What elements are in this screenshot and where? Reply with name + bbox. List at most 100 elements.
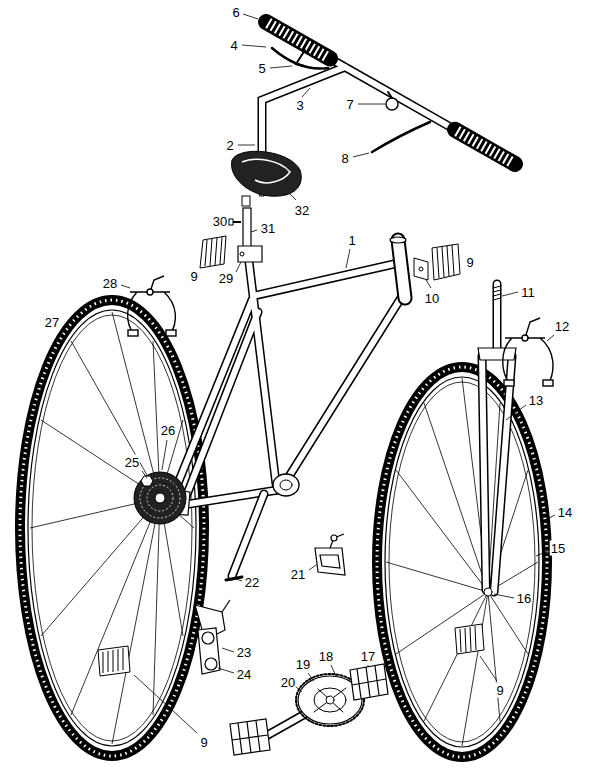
handlebar-stem [372, 122, 430, 152]
bicycle-frame [390, 237, 406, 243]
front-derailleur [315, 548, 345, 575]
seat-post [238, 246, 262, 262]
bicycle-frame [168, 237, 406, 515]
saddle [232, 151, 302, 196]
crankset [314, 688, 346, 712]
callout-number: 24 [236, 667, 252, 682]
crankset [326, 696, 334, 704]
freewheel-cassette [155, 493, 165, 503]
rear-wheel [28, 310, 196, 746]
pedal [230, 719, 270, 755]
callout-number: 11 [520, 285, 536, 300]
front-brake [503, 318, 553, 386]
rear-derailleur [202, 632, 214, 644]
head-reflector [414, 258, 428, 280]
callout-number: 9 [189, 269, 198, 284]
rear-derailleur [198, 628, 220, 674]
callout-number: 16 [516, 591, 532, 606]
leader-line [62, 14, 555, 733]
head-reflector [419, 267, 423, 271]
front-wheel [389, 382, 535, 742]
head-reflector [414, 244, 460, 280]
saddle [242, 196, 250, 206]
freewheel-cassette [134, 472, 186, 524]
front-derailleur [331, 535, 337, 541]
bicycle-frame [172, 262, 406, 506]
callout-number: 2 [225, 138, 234, 153]
front-fork [482, 284, 512, 592]
rear-wheel [20, 300, 204, 756]
callout-number: 9 [465, 255, 474, 270]
rear-brake [128, 330, 138, 336]
bicycle-frame [273, 474, 299, 496]
handlebar-stem [272, 48, 328, 69]
callout-number: 8 [340, 151, 349, 166]
callout-number: 25 [124, 455, 140, 470]
callout-number: 22 [244, 575, 260, 590]
callout-number: 32 [294, 203, 310, 218]
callout-number: 26 [160, 423, 176, 438]
rear-brake [128, 276, 176, 335]
pedal [232, 721, 268, 754]
rear-derailleur [195, 600, 230, 674]
front-derailleur [330, 534, 344, 548]
freewheel-cassette [147, 485, 173, 511]
rear-wheel [20, 300, 204, 756]
seat-reflector [205, 237, 222, 266]
callout-number: 9 [199, 735, 208, 750]
handlebar-stem [388, 92, 392, 98]
wheel-reflector [103, 648, 123, 673]
callout-number: 7 [345, 97, 354, 112]
seat-reflector [200, 236, 226, 268]
callout-number: 21 [290, 567, 306, 582]
handlebar-stem [266, 22, 330, 59]
rear-wheel [32, 315, 192, 741]
wheel-reflector [98, 646, 130, 676]
callout-number: 23 [236, 645, 252, 660]
front-brake [503, 318, 553, 385]
callout-number: 29 [218, 271, 234, 286]
front-brake [522, 335, 528, 341]
callout-number: 13 [528, 393, 544, 408]
callout-number: 6 [231, 5, 240, 20]
callout-number: 15 [550, 541, 566, 556]
handlebar-stem [296, 50, 305, 66]
crankset [226, 494, 364, 736]
front-wheel [377, 367, 547, 757]
crankset [314, 688, 346, 712]
callout-number: 10 [424, 291, 440, 306]
head-reflector [432, 244, 460, 280]
bicycle-frame [172, 262, 406, 506]
callout-number: 31 [260, 221, 276, 236]
rear-derailleur [222, 600, 230, 612]
callout-number: 3 [295, 98, 304, 113]
handlebar-stem [457, 131, 513, 163]
callout-number: 19 [295, 657, 311, 672]
callout-number: 18 [318, 649, 334, 664]
pedal [352, 666, 386, 698]
bicycle-frame [280, 480, 292, 490]
callout-number: 20 [280, 675, 296, 690]
front-brake [543, 380, 553, 386]
rear-wheel [20, 300, 204, 756]
front-fork [478, 348, 516, 360]
pedal [350, 664, 388, 700]
wheel-reflector [455, 624, 484, 654]
front-derailleur [320, 555, 340, 568]
callout-number: 30 [212, 214, 228, 229]
front-fork [482, 284, 512, 592]
callout-number: 4 [229, 38, 238, 53]
rear-brake [128, 276, 176, 336]
freewheel-cassette [134, 472, 186, 524]
handlebar-stem [386, 98, 398, 110]
saddle [232, 151, 302, 206]
rear-brake [166, 330, 176, 336]
pedal [230, 664, 388, 755]
wheel-reflector [460, 626, 476, 652]
wheel-reflector [455, 624, 484, 654]
front-wheel [377, 367, 547, 757]
rear-wheel [30, 312, 194, 744]
